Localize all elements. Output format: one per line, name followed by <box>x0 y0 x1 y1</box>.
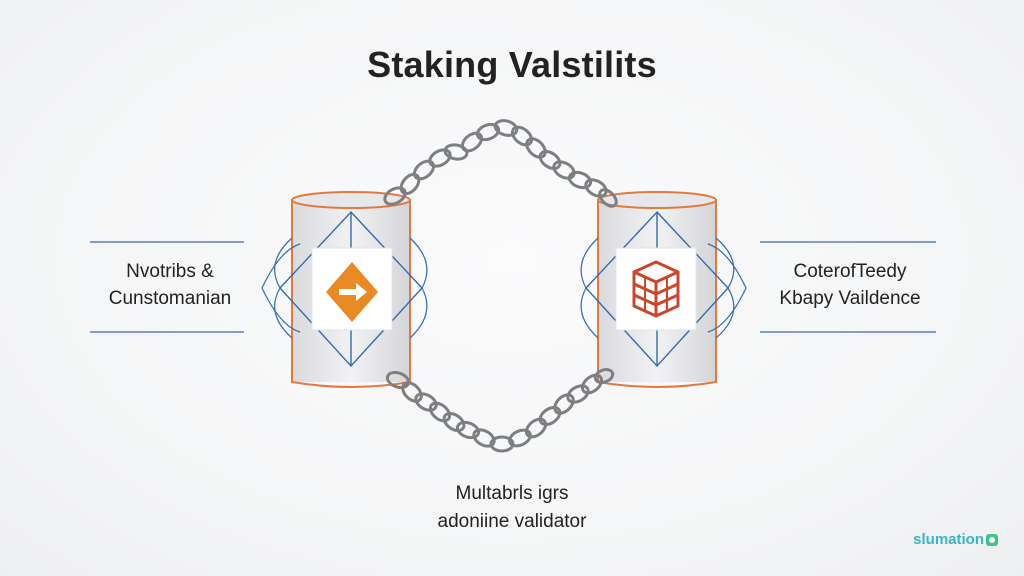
bottom-caption-line1: Multabrls igrs <box>455 483 569 504</box>
left-node-label: Nvotribs & Cunstomanian <box>90 258 250 312</box>
bottom-caption: Multabrls igrs adoniine validator <box>362 480 662 536</box>
right-node-label-line1: CoterofTeedy <box>793 261 907 282</box>
brand-text: slumation <box>913 531 984 548</box>
stacked-blocks-icon <box>632 260 680 318</box>
diagram-title: Staking Valstilits <box>367 44 657 85</box>
bottom-chain <box>385 368 615 453</box>
brand-watermark: slumation <box>913 531 998 548</box>
arrow-diamond-icon <box>326 262 378 322</box>
top-chain <box>383 119 618 208</box>
left-validator-node <box>261 191 428 388</box>
bottom-caption-line2: adoniine validator <box>437 511 587 532</box>
left-node-label-line2: Cunstomanian <box>108 288 232 309</box>
left-node-label-line1: Nvotribs & <box>126 261 214 282</box>
right-node-label-line2: Kbapy Vaildence <box>779 288 921 309</box>
right-validator-node <box>580 191 747 388</box>
right-node-label: CoterofTeedy Kbapy Vaildence <box>760 258 940 312</box>
brand-logo-icon <box>986 533 998 546</box>
